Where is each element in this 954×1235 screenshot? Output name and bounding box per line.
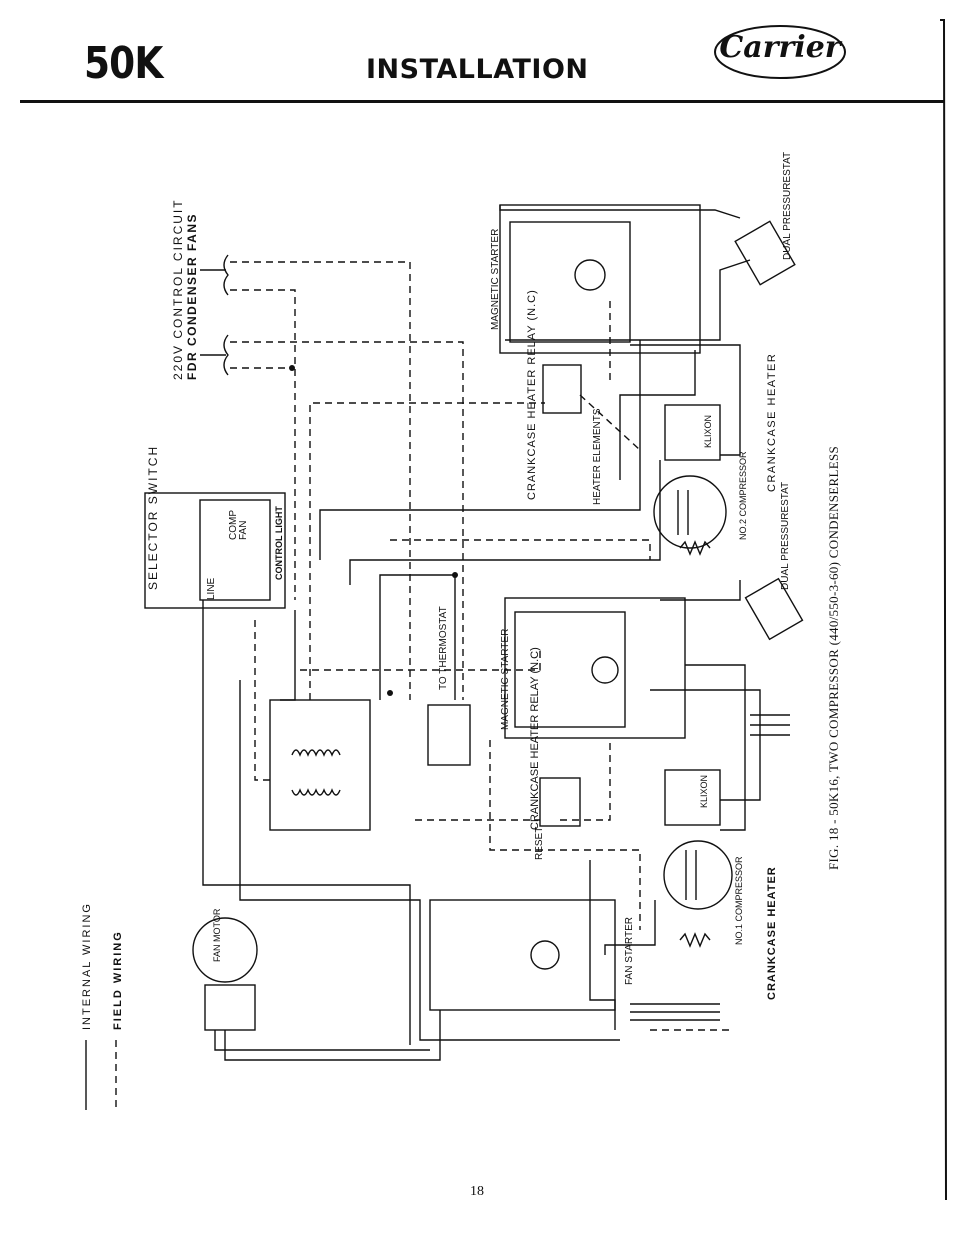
selector-switch-label: SELECTOR SWITCH [146, 445, 160, 590]
fan-label: FAN [238, 521, 249, 540]
coil-1-icon [574, 259, 606, 291]
crankcase-relay-1-label: CRANKCASE HEATER RELAY (N.C) [526, 289, 538, 500]
magnetic-starter-2-box [504, 597, 686, 739]
pressurestat-2-icon [744, 577, 804, 641]
relay-1-box [542, 364, 582, 414]
compressor-2-label: NO.2 COMPRESSOR [738, 451, 748, 540]
legend-field-label: FIELD WIRING [112, 930, 124, 1030]
fdr-fans-label: FDR CONDENSER FANS [185, 213, 199, 380]
fan-starter-box [429, 899, 616, 1011]
selector-switch-box [144, 492, 286, 609]
magnetic-starter-1-box [499, 204, 701, 354]
fan-starter-label: FAN STARTER [624, 917, 635, 985]
klixon-1-label: KLIXON [703, 415, 713, 448]
heater-1-zigzag [679, 932, 711, 948]
magnetic-starter-1-label: MAGNETIC STARTER [490, 229, 501, 330]
coil-2-icon [591, 656, 619, 684]
compressor-1-icon [663, 840, 733, 910]
logo-text: Carrier [719, 30, 841, 65]
page-number: 18 [470, 1184, 484, 1199]
coil-fan-icon [530, 940, 560, 970]
fan-motor-label: FAN MOTOR [212, 908, 222, 962]
magnetic-starter-2-label: MAGNETIC STARTER [500, 629, 511, 730]
model-number: 50K [84, 38, 163, 89]
dual-pressurestat-1-label: DUAL PRESSURESTAT [782, 152, 793, 260]
dual-pressurestat-2-label: DUAL PRESSURESTAT [780, 482, 791, 590]
transformer-box [269, 699, 371, 831]
logo-oval-icon [714, 25, 846, 79]
control-circuit-label: 220V CONTROL CIRCUIT [171, 198, 185, 380]
klixon-2-label: KLIXON [699, 775, 709, 808]
crankcase-relay-2-label: CRANKCASE HEATER RELAY (N.C) [529, 647, 541, 830]
heater-elements-label: HEATER ELEMENTS [592, 408, 603, 505]
legend-internal-label: INTERNAL WIRING [81, 902, 93, 1030]
reset-label: RESET [534, 827, 545, 860]
compressor-2-icon [653, 475, 727, 549]
crankcase-heater-2-label: CRANKCASE HEATER [766, 866, 778, 1000]
header-rule [20, 100, 944, 103]
heater-2-zigzag [679, 540, 711, 556]
comp-label: COMP [228, 510, 239, 540]
control-light-label: CONTROL LIGHT [274, 506, 284, 580]
to-thermostat-label: TO THERMOSTAT [438, 606, 449, 690]
fan-motor-icon [192, 917, 258, 983]
figure-caption: FIG. 18 - 50K16, TWO COMPRESSOR (440/550… [826, 446, 841, 870]
line-label: LINE [206, 577, 217, 600]
carrier-logo: Carrier [712, 22, 848, 82]
crankcase-heater-1-label: CRANKCASE HEATER [766, 353, 778, 492]
compressor-1-label: NO.1 COMPRESSOR [734, 856, 744, 945]
section-title: INSTALLATION [366, 54, 589, 85]
relay-2-box [539, 777, 581, 827]
pressurestat-1-icon [734, 220, 796, 286]
